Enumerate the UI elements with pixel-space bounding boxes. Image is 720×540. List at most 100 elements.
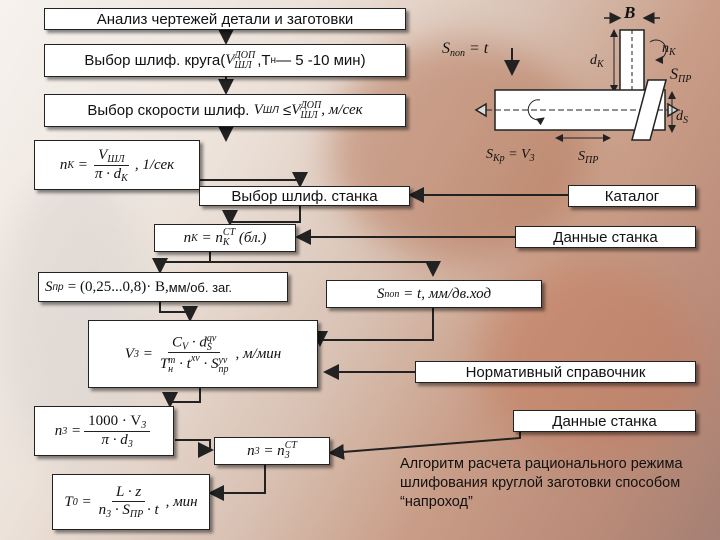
sketch-dk-sub: K (597, 59, 604, 70)
spr-units: мм/об. заг. (168, 279, 233, 295)
wheel-choice-box: Выбор шлиф. круга( V ДОП ШЛ ,Т н — 5 -10… (44, 44, 406, 77)
sketch-spr2-s: S (578, 149, 585, 164)
machine-choice-label: Выбор шлиф. станка (231, 187, 378, 205)
analysis-label: Анализ чертежей детали и заготовки (96, 10, 354, 28)
v3-num-sup2: qv (206, 333, 217, 344)
n3st-lhs: n (247, 442, 255, 459)
n3-num-sub: 3 (141, 419, 147, 431)
n3st-rhs-sub: 3 (284, 450, 290, 461)
sketch-b-label: B (624, 4, 635, 22)
spr-rhs: = (0,25...0,8)· B, (67, 278, 169, 295)
catalog-label: Каталог (604, 187, 660, 205)
speed-choice-box: Выбор скорости шлиф. V ШЛ ≤ V ДОП ШЛ , м… (44, 94, 406, 127)
t0-lhs: T (64, 493, 73, 510)
sketch-skr-rhs: = V (508, 147, 530, 162)
catalog-box: Каталог (568, 185, 696, 207)
nk-den: π · d (94, 165, 122, 182)
nk-bl-tail: (бл.) (238, 229, 267, 246)
v3-den-mid: · t (175, 356, 191, 373)
nk-bl-eq: = n (201, 229, 223, 246)
machine-choice-box: Выбор шлиф. станка (199, 186, 410, 206)
t0-den: n (98, 502, 107, 518)
algorithm-caption: Алгоритм расчета рационального режима шл… (400, 456, 683, 510)
sketch-nk-n: n (662, 41, 669, 56)
nk-num-sub: ШЛ (107, 153, 125, 165)
sketch-nk-label: nK (662, 40, 676, 62)
machine-data-label-1: Данные станка (553, 228, 658, 246)
sketch-ds-sub: S (683, 115, 688, 126)
machine-data-label-2: Данные станка (552, 412, 657, 430)
spr-lhs: S (45, 278, 53, 295)
sketch-ds-label: dS (676, 108, 688, 130)
n3-num: 1000 · V (88, 412, 142, 429)
nk-bl-lhs-sub: K (191, 232, 198, 244)
v3-num-sub2: S (206, 342, 212, 353)
v3-den: T (159, 356, 169, 373)
v3-num-mid: · d (188, 334, 207, 351)
speed-choice-v2-sup: ДОП (300, 99, 322, 111)
spop-lhs-sub: поп (384, 288, 400, 300)
n3st-rhs-sup: СТ (284, 440, 297, 451)
v3-num-sub: V (181, 341, 189, 353)
v3-den-sub3: пр (218, 364, 229, 375)
wheel-choice-t-sub: н (270, 55, 277, 66)
t0-lhs-sub: 0 (72, 496, 78, 508)
sketch-dk-label: dK (590, 52, 604, 74)
analysis-box: Анализ чертежей детали и заготовки (44, 8, 406, 30)
speed-choice-v: V (253, 102, 263, 118)
sketch-spop-s: S (442, 40, 450, 57)
t0-units: , мин (165, 493, 198, 510)
sketch-nk-sub: K (669, 47, 676, 58)
speed-choice-prefix: Выбор скорости шлиф. (87, 102, 250, 119)
machine-data-box-1: Данные станка (515, 226, 696, 248)
wheel-choice-prefix: Выбор шлиф. круга( (84, 52, 226, 69)
spr-lhs-sub: пр (52, 281, 64, 293)
t0-den-sub: 3 (106, 509, 112, 520)
n3-lhs-sub: 3 (62, 425, 68, 437)
sketch-spr2-label: SПР (578, 148, 598, 170)
v3-lhs: V (124, 345, 134, 362)
sketch-ds-d: d (676, 109, 683, 124)
v3-den-sup3: yv (218, 355, 228, 366)
speed-choice-v2-sub: ШЛ (300, 109, 318, 121)
v3-units: , м/мин (235, 345, 282, 362)
wheel-choice-v: V (225, 52, 235, 68)
v3-den-sub: н (168, 364, 174, 375)
t0-den-tail: · t (143, 502, 159, 518)
sketch-spr-label: SПР (670, 66, 691, 89)
sketch-dk-d: d (590, 53, 597, 68)
nk-den-sub: K (121, 172, 128, 184)
v3-den-sup2: xv (190, 353, 200, 365)
spop-rhs: = t, мм/дв.ход (403, 285, 492, 302)
t0-num: L · z (116, 484, 142, 500)
v3-den-mid2: · S (199, 356, 219, 373)
n3-den: π · d (101, 431, 128, 448)
reference-box: Нормативный справочник (415, 361, 696, 383)
wheel-choice-v-sup: ДОП (234, 49, 256, 61)
sketch-spr-sub: ПР (678, 74, 692, 85)
sketch-skr-rhs-sub: 3 (529, 153, 535, 164)
n3-den-sub: 3 (127, 438, 133, 450)
n3st-lhs-sub: 3 (254, 445, 260, 457)
speed-choice-units: , м/сек (321, 102, 363, 118)
nk-units: , 1/сек (134, 156, 175, 173)
sketch-skr-s: S (486, 147, 493, 162)
sketch-skr-label: SКр = V3 (486, 146, 535, 168)
v3-lhs-sub: 3 (133, 348, 139, 360)
v3-num: C (171, 334, 182, 351)
sketch-spop-rhs: = t (469, 40, 489, 57)
speed-choice-v2: V (291, 102, 301, 118)
sketch-b-text: B (624, 3, 636, 22)
sketch-spr2-sub: ПР (585, 155, 599, 166)
speed-choice-v-sub: ШЛ (262, 105, 279, 116)
wheel-choice-rest: ,Т (257, 52, 271, 69)
